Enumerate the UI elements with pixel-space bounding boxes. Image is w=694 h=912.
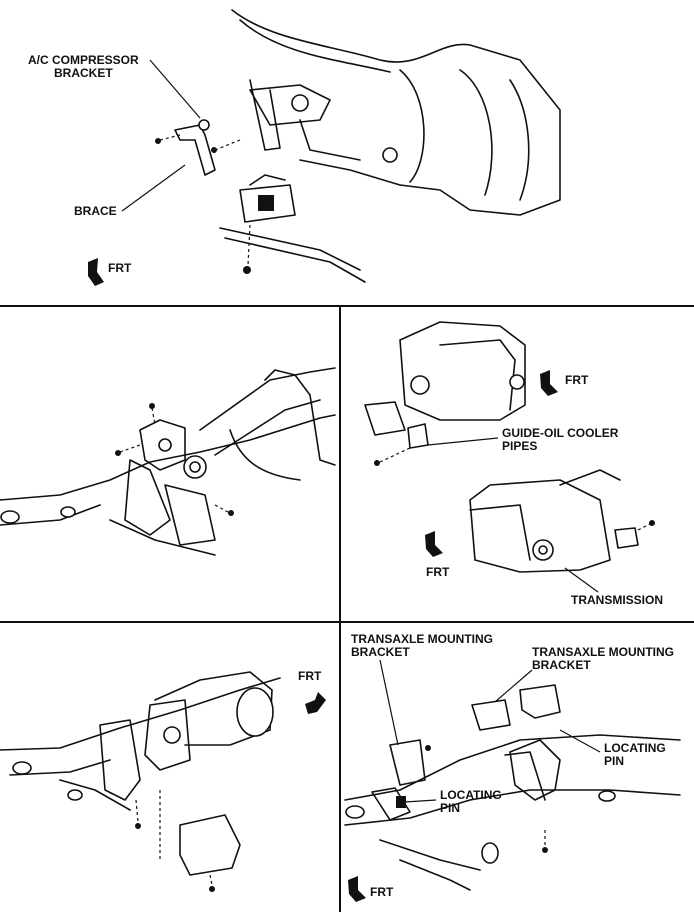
ac-compressor-bracket-label-line2: BRACKET [54, 66, 113, 80]
transaxle-bracket-left-leader [379, 659, 399, 746]
frt-label-mid-right-upper: FRT [565, 373, 589, 387]
bottom-left-panel: FRT [0, 669, 326, 892]
frt-label-bottom-left: FRT [298, 669, 322, 683]
ac-compressor-bracket-leader [149, 59, 201, 119]
locating-pin-left-label-line1: LOCATING [440, 788, 502, 802]
engine-drawing [155, 9, 561, 283]
brace-label: BRACE [74, 204, 117, 218]
panel-dividers [0, 305, 694, 912]
transaxle-bracket-right-label-line1: TRANSAXLE MOUNTING [532, 645, 674, 659]
bottom-right-panel: TRANSAXLE MOUNTING BRACKET TRANSAXLE MOU… [344, 632, 681, 902]
frt-arrow-upper-icon [540, 370, 558, 396]
transaxle-bracket-right-leader [494, 669, 533, 703]
transaxle-bracket-right-label-line2: BRACKET [532, 658, 591, 672]
brace-leader [121, 164, 186, 212]
locating-pin-left-leader [404, 799, 437, 803]
top-panel: A/C COMPRESSOR BRACKET BRACE FRT [28, 9, 561, 286]
transmission-label: TRANSMISSION [571, 593, 663, 607]
frt-label-bottom-right: FRT [370, 885, 394, 899]
locating-pin-right-label-line2: PIN [604, 754, 624, 768]
middle-right-panel: FRT GUIDE-OIL COOLER PIPES FRT TRANSMISS… [364, 321, 663, 607]
transmission-leader [564, 567, 599, 593]
frt-arrow-icon [88, 258, 104, 286]
frt-label-top: FRT [108, 261, 132, 275]
transaxle-bracket-left-label-line2: BRACKET [351, 645, 410, 659]
guide-oil-cooler-leader [427, 437, 499, 446]
middle-left-panel [0, 367, 336, 556]
locating-pin-right-label-line1: LOCATING [604, 741, 666, 755]
frt-arrow-lower-icon [425, 531, 443, 557]
frt-arrow-bottom-left-icon [305, 692, 326, 714]
guide-oil-cooler-label-line2: PIPES [502, 439, 537, 453]
ac-compressor-bracket-label-line1: A/C COMPRESSOR [28, 53, 139, 67]
transaxle-bracket-left-label-line1: TRANSAXLE MOUNTING [351, 632, 493, 646]
locating-pin-left-label-line2: PIN [440, 801, 460, 815]
locating-pin-right-leader [559, 729, 601, 753]
frt-label-mid-right-lower: FRT [426, 565, 450, 579]
guide-oil-cooler-label-line1: GUIDE-OIL COOLER [502, 426, 619, 440]
frt-arrow-bottom-right-icon [348, 876, 366, 902]
